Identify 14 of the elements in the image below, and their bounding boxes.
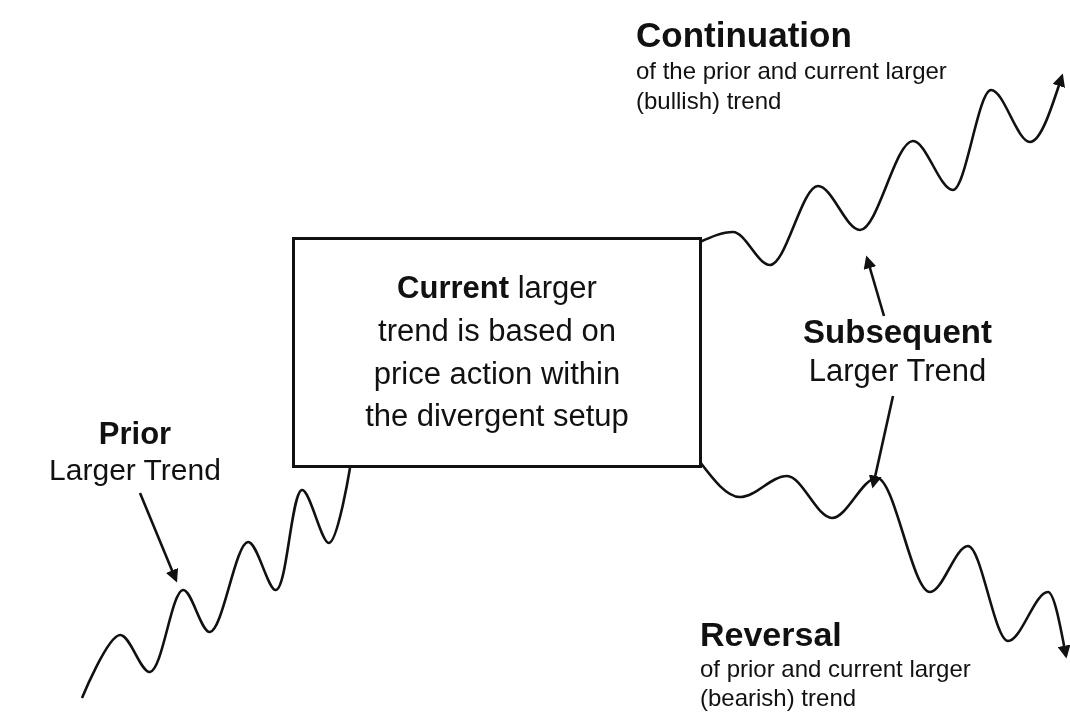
description-text: of the prior and current larger (bullish) trend <box>636 56 948 116</box>
text-box <box>292 237 702 468</box>
leader-arrow <box>138 492 179 583</box>
heading: Prior <box>97 415 173 453</box>
leader-arrow <box>863 255 886 317</box>
label-text: Larger Trend <box>807 351 988 389</box>
heading: Continuation <box>636 14 853 56</box>
heading: Subsequent <box>802 312 993 352</box>
label-text: Larger Trend <box>48 452 222 489</box>
price-wave-line <box>80 467 352 699</box>
description-text: of prior and current larger (bearish) trend <box>700 654 972 713</box>
leader-arrow <box>868 395 895 489</box>
box-text: Current larger trend is based on price action within the divergent setup <box>364 268 630 436</box>
heading: Reversal <box>700 614 843 655</box>
